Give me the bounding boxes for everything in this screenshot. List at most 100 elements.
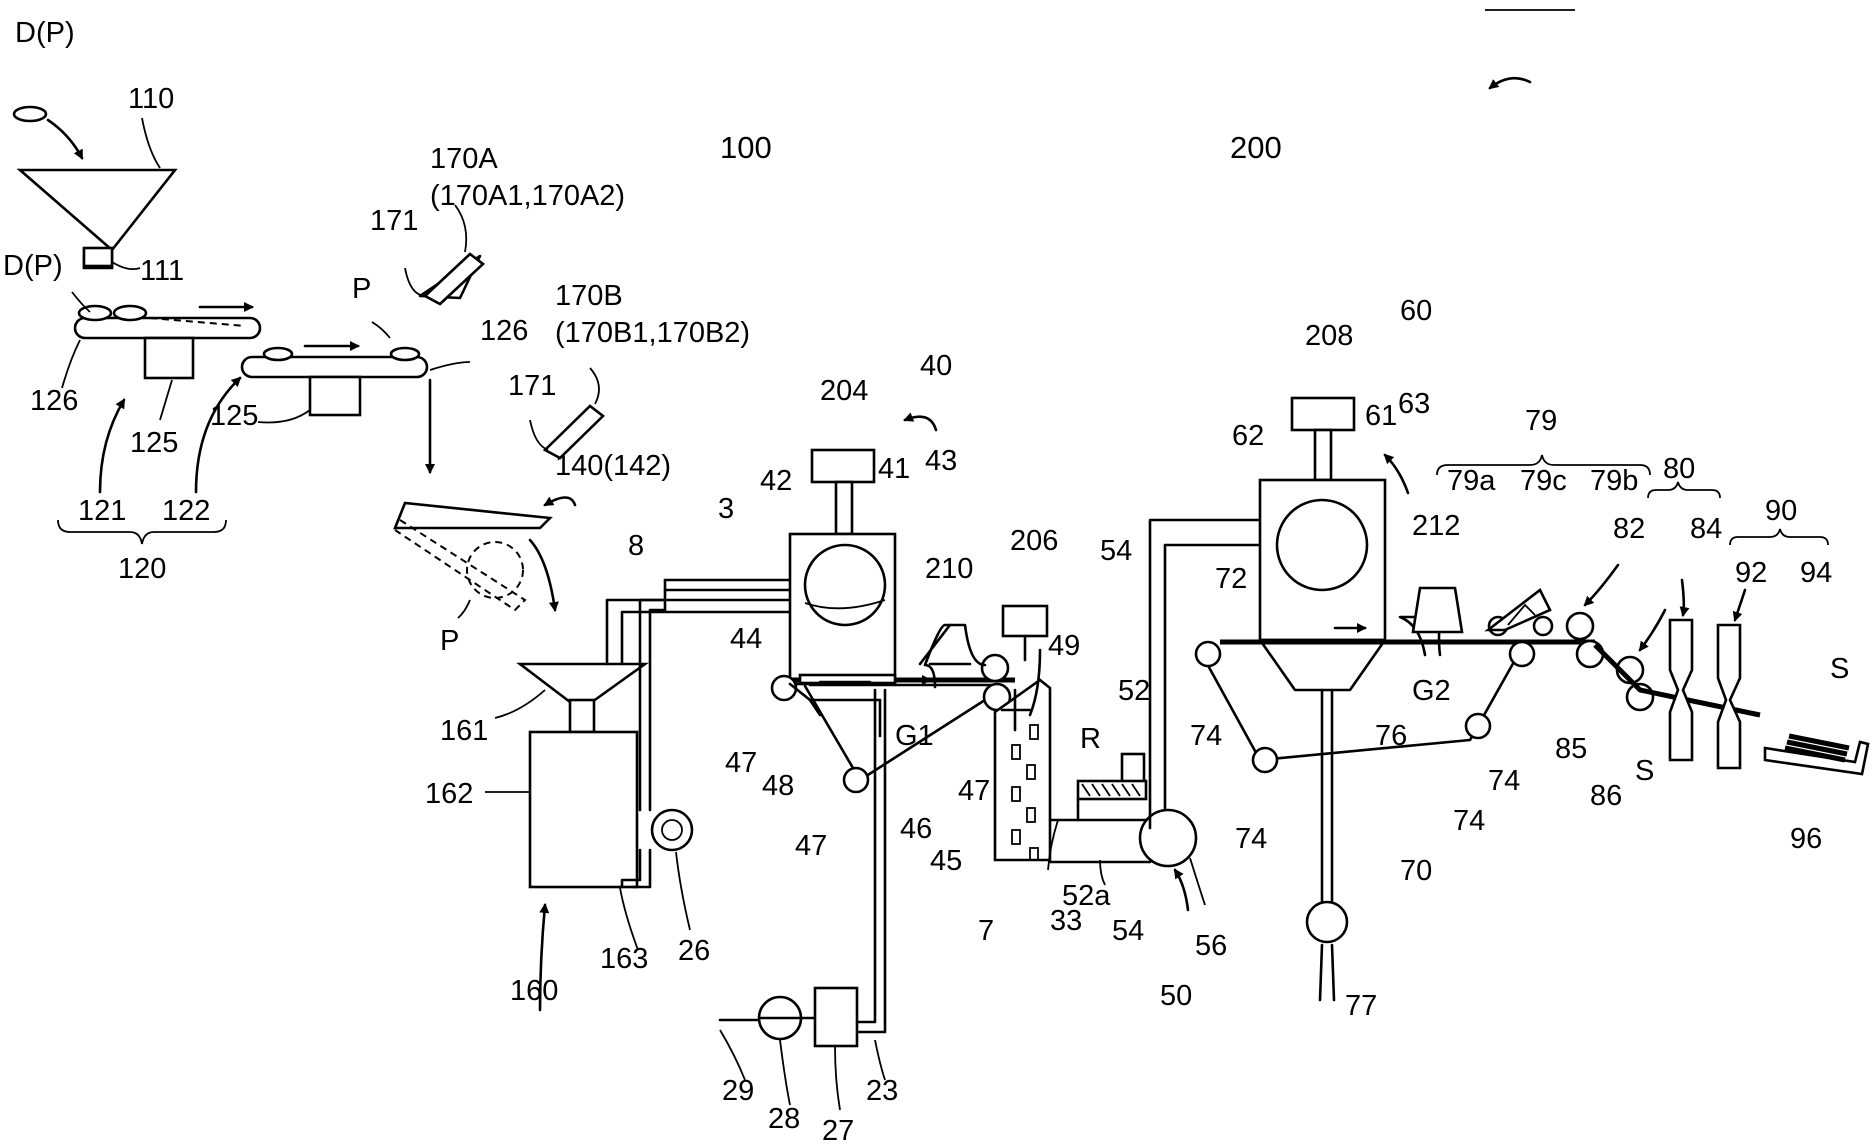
label-42: 42 (760, 465, 792, 497)
label-8: 8 (628, 530, 644, 562)
label-80: 80 (1663, 453, 1695, 485)
label-27: 27 (822, 1115, 854, 1146)
label-170b: 170B (555, 280, 623, 312)
conveyor-121 (75, 318, 260, 338)
label-p-bottom: P (440, 625, 459, 657)
label-125-b: 125 (210, 400, 258, 432)
label-47-c: 47 (958, 775, 990, 807)
label-26: 26 (678, 935, 710, 967)
label-29: 29 (722, 1075, 754, 1107)
label-125-a: 125 (130, 427, 178, 459)
label-43: 43 (925, 445, 957, 477)
label-r: R (1080, 723, 1101, 755)
label-126-b: 126 (480, 315, 528, 347)
roller-47-a (772, 676, 796, 700)
label-170b-sub: (170B1,170B2) (555, 317, 750, 349)
label-85: 85 (1555, 733, 1587, 765)
label-48: 48 (762, 770, 794, 802)
label-79b: 79b (1590, 465, 1638, 497)
reference-labels: D(P) 110 D(P) 111 126 125 125 121 122 12… (3, 17, 1849, 1146)
label-126-a: 126 (30, 385, 78, 417)
label-94: 94 (1800, 557, 1832, 589)
label-54-b: 54 (1112, 915, 1144, 947)
label-79c: 79c (1520, 465, 1567, 497)
label-40: 40 (920, 350, 952, 382)
label-162: 162 (425, 778, 473, 810)
label-82: 82 (1613, 513, 1645, 545)
label-171-b: 171 (508, 370, 556, 402)
roller-74-a (1196, 642, 1220, 666)
roller-74-b (1253, 748, 1277, 772)
label-210: 210 (925, 553, 973, 585)
finishing-section (1437, 10, 1868, 774)
crusher-162 (530, 732, 637, 887)
duct-7 (995, 680, 1050, 860)
label-49: 49 (1048, 630, 1080, 662)
label-54-a: 54 (1100, 535, 1132, 567)
label-47-b: 47 (795, 830, 827, 862)
label-76: 76 (1375, 720, 1407, 752)
label-160: 160 (510, 975, 558, 1007)
label-90: 90 (1765, 495, 1797, 527)
label-g2: G2 (1412, 675, 1451, 707)
label-dp-top: D(P) (15, 17, 75, 49)
label-74-c: 74 (1488, 765, 1520, 797)
label-61: 61 (1365, 400, 1397, 432)
label-74-d: 74 (1453, 805, 1485, 837)
label-g1: G1 (895, 720, 934, 752)
label-p-top: P (352, 273, 371, 305)
roller-82 (1567, 613, 1593, 639)
label-204: 204 (820, 375, 868, 407)
label-212: 212 (1412, 510, 1460, 542)
device-27 (815, 988, 857, 1046)
label-dp-left: D(P) (3, 250, 63, 282)
label-52: 52 (1118, 675, 1150, 707)
label-72: 72 (1215, 563, 1247, 595)
blower-56 (1140, 810, 1196, 866)
label-s-right: S (1830, 653, 1849, 685)
support-125-a (145, 338, 193, 378)
roller-85 (1577, 641, 1603, 667)
label-122: 122 (162, 495, 210, 527)
motor-204 (812, 450, 874, 482)
roller-47-b (844, 768, 868, 792)
label-41: 41 (878, 453, 910, 485)
roller-74-c (1466, 714, 1490, 738)
label-70: 70 (1400, 855, 1432, 887)
document-piece-icon (14, 107, 46, 121)
roller-74-d (1510, 642, 1534, 666)
label-208: 208 (1305, 320, 1353, 352)
label-79a: 79a (1447, 465, 1496, 497)
label-62: 62 (1232, 420, 1264, 452)
label-63: 63 (1398, 388, 1430, 420)
label-45: 45 (930, 845, 962, 877)
label-200: 200 (1230, 130, 1282, 165)
label-121: 121 (78, 495, 126, 527)
label-84: 84 (1690, 513, 1722, 545)
label-170a-sub: (170A1,170A2) (430, 180, 625, 212)
blower-26 (652, 810, 692, 850)
chute-140 (395, 498, 575, 619)
label-96: 96 (1790, 823, 1822, 855)
cutter-92 (1670, 620, 1692, 760)
label-77: 77 (1345, 990, 1377, 1022)
label-163: 163 (600, 943, 648, 975)
label-3: 3 (718, 493, 734, 525)
label-100: 100 (720, 130, 772, 165)
hopper-outlet-111 (84, 248, 112, 266)
label-47-a: 47 (725, 747, 757, 779)
label-171-a: 171 (370, 205, 418, 237)
motor-206 (1003, 606, 1047, 636)
label-23: 23 (866, 1075, 898, 1107)
roller-49-top (982, 655, 1008, 681)
label-120: 120 (118, 553, 166, 585)
label-110: 110 (128, 83, 174, 115)
label-50: 50 (1160, 980, 1192, 1012)
motor-208 (1292, 398, 1354, 430)
label-74-a: 74 (1190, 720, 1222, 752)
label-111: 111 (140, 255, 184, 287)
label-46: 46 (900, 813, 932, 845)
label-170a: 170A (430, 143, 498, 175)
label-206: 206 (1010, 525, 1058, 557)
